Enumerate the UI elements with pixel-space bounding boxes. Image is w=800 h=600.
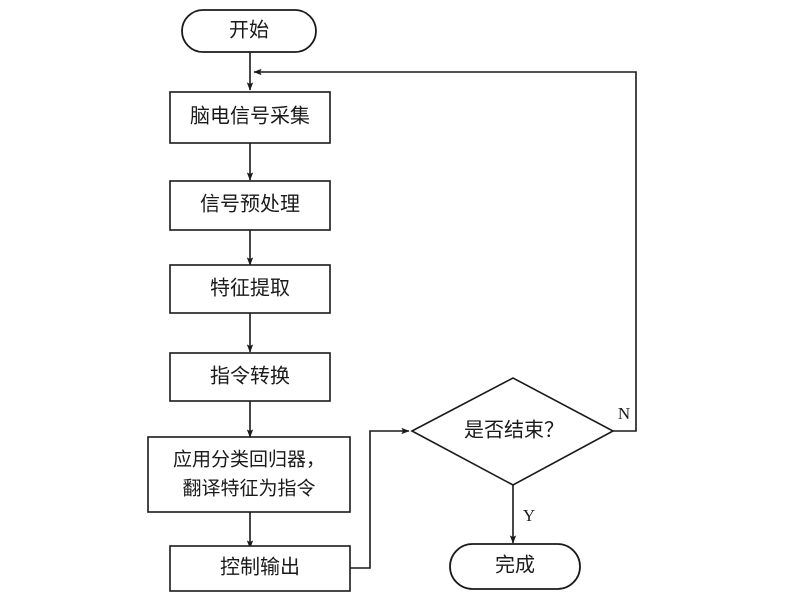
acquire-box-shape bbox=[169, 91, 331, 144]
command-label: 指令转换 bbox=[210, 365, 290, 388]
edge-decision-to-acquire-feedback bbox=[253, 68, 637, 432]
command-box-shape bbox=[169, 352, 331, 402]
node-finish: 完成 bbox=[449, 543, 581, 590]
classify-label-line1: 应用分类回归器， bbox=[173, 448, 325, 470]
output-box-shape bbox=[169, 545, 351, 592]
classify-label-line2: 翻译特征为指令 bbox=[182, 477, 315, 499]
finish-terminal-shape bbox=[449, 543, 581, 590]
edge-label-no: N bbox=[618, 404, 630, 423]
node-classify: 应用分类回归器， 翻译特征为指令 bbox=[147, 436, 351, 513]
finish-label: 完成 bbox=[495, 554, 535, 577]
start-label: 开始 bbox=[229, 19, 269, 42]
acquire-label: 脑电信号采集 bbox=[190, 105, 310, 128]
edge-label-yes: Y bbox=[523, 506, 535, 525]
node-acquire: 脑电信号采集 bbox=[169, 91, 331, 144]
node-preprocess: 信号预处理 bbox=[169, 180, 331, 231]
feature-label: 特征提取 bbox=[210, 277, 290, 300]
decision-label: 是否结束？ bbox=[464, 419, 564, 442]
classify-box-shape bbox=[147, 436, 351, 513]
preprocess-label: 信号预处理 bbox=[200, 193, 300, 216]
edge-output-to-decision bbox=[350, 427, 410, 569]
preprocess-box-shape bbox=[169, 180, 331, 231]
node-output: 控制输出 bbox=[169, 545, 351, 592]
start-terminal-shape bbox=[181, 9, 317, 53]
node-decision: 是否结束？ bbox=[410, 377, 615, 486]
output-label: 控制输出 bbox=[220, 556, 300, 579]
feature-box-shape bbox=[169, 264, 331, 314]
decision-diamond-shape bbox=[410, 377, 615, 486]
node-command: 指令转换 bbox=[169, 352, 331, 402]
node-start: 开始 bbox=[181, 9, 317, 53]
node-feature: 特征提取 bbox=[169, 264, 331, 314]
